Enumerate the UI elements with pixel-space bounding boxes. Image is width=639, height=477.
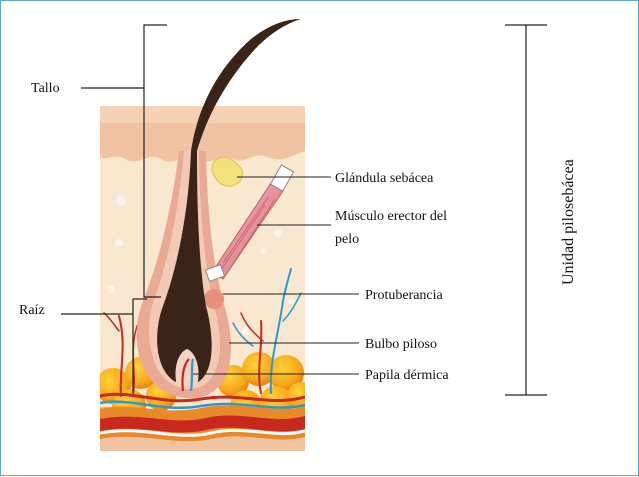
label-tallo: Tallo — [31, 81, 60, 96]
label-bulbo-piloso: Bulbo piloso — [365, 337, 437, 352]
label-unidad-pilosebacea: Unidad pilosebácea — [560, 159, 577, 285]
skin-block — [91, 106, 315, 451]
label-protuberancia: Protuberancia — [365, 288, 444, 303]
label-musculo-erector-line1: Músculo erector del — [335, 209, 447, 224]
protuberancia-bulge — [204, 289, 224, 309]
label-musculo-erector-line2: pelo — [335, 232, 359, 247]
label-glandula-sebacea: Glándula sebácea — [335, 171, 434, 186]
label-papila-dermica: Papila dérmica — [365, 368, 449, 383]
label-raiz: Raíz — [19, 303, 45, 318]
